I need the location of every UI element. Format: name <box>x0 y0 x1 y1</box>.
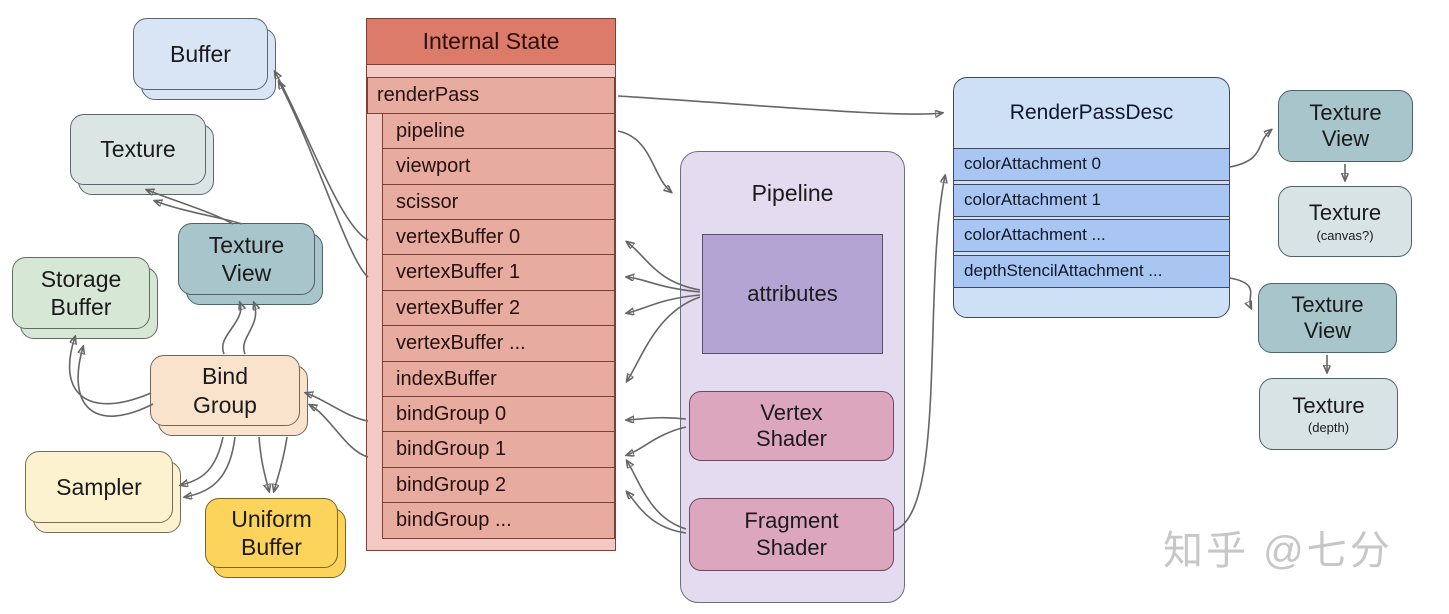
bind-group-node-label: Bind Group <box>193 363 257 418</box>
fragment-shader-label: Fragment Shader <box>744 508 839 560</box>
uniform-buffer-node-label: Uniform Buffer <box>231 505 312 560</box>
row-bindgroup-0: bindGroup 0 <box>382 396 615 434</box>
arrow-bindgroup-to-uniformbuffer-1 <box>258 436 269 491</box>
arrow-bindgroup-to-sampler-2 <box>185 436 236 497</box>
texture-canvas-sublabel: (canvas?) <box>1316 227 1374 243</box>
texture-depth-node: Texture (depth) <box>1259 378 1398 450</box>
arrow-vertexshader-to-bindgroup1 <box>627 426 687 455</box>
texture-view-depth-label: Texture View <box>1291 291 1364 343</box>
texture-view-depth-node: Texture View <box>1258 283 1397 353</box>
row-colorattachment-1: colorAttachment 1 <box>954 183 1229 217</box>
row-scissor: scissor <box>382 183 615 221</box>
row-viewport: viewport <box>382 148 615 186</box>
attributes-box: attributes <box>702 234 883 354</box>
arrow-colorattachment0-to-textureview <box>1229 130 1271 168</box>
arrow-fragmentshader-to-bindgroup2 <box>627 492 687 534</box>
arrow-bindgroup-to-uniformbuffer-2 <box>274 436 288 491</box>
arrow-bindgroup-to-textureview-2 <box>242 303 256 355</box>
uniform-buffer-node: Uniform Buffer <box>205 498 346 578</box>
row-bindgroup-2: bindGroup 2 <box>382 466 615 504</box>
texture-canvas-node: Texture (canvas?) <box>1278 186 1412 257</box>
bind-group-node: Bind Group <box>150 355 308 436</box>
pipeline-group: Pipeline attributes Vertex Shader Fragme… <box>680 151 905 603</box>
row-bindgroup-more: bindGroup ... <box>382 502 615 540</box>
texture-node-label: Texture <box>100 136 176 163</box>
arrow-pipeline-row-to-pipeline <box>617 130 671 192</box>
arrow-renderpass-to-renderpassdesc <box>617 95 942 114</box>
arrow-textureview-to-texture-2 <box>155 201 243 225</box>
arrow-fragmentshader-to-bindgroup1 <box>627 461 687 530</box>
sampler-node-label: Sampler <box>56 473 142 500</box>
texture-depth-label: Texture <box>1292 392 1365 418</box>
arrow-textureview-to-texture-1 <box>147 190 234 225</box>
arrow-depthstencil-to-textureview <box>1229 277 1251 308</box>
texture-view-node: Texture View <box>178 223 323 305</box>
fragment-shader-box: Fragment Shader <box>689 498 894 571</box>
texture-view-canvas-label: Texture View <box>1309 99 1382 151</box>
render-pass-desc-title: RenderPassDesc <box>1009 101 1174 124</box>
texture-node: Texture <box>70 114 214 195</box>
row-renderpass: renderPass <box>367 77 615 115</box>
internal-state-title: Internal State <box>367 19 615 65</box>
arrow-bindgroup-to-storagebuffer-2 <box>77 347 154 417</box>
row-indexbuffer: indexBuffer <box>382 360 615 398</box>
arrow-bindgroup1-to-bindgroup <box>310 405 369 458</box>
sampler-node: Sampler <box>25 451 181 533</box>
row-vertexbuffer-0: vertexBuffer 0 <box>382 219 615 257</box>
texture-view-node-label: Texture View <box>208 231 285 286</box>
internal-state-table: Internal State renderPass pipeline viewp… <box>366 18 616 552</box>
buffer-node: Buffer <box>133 18 276 100</box>
storage-buffer-node-label: Storage Buffer <box>40 265 122 320</box>
vertex-shader-box: Vertex Shader <box>689 391 894 461</box>
row-bindgroup-1: bindGroup 1 <box>382 431 615 469</box>
texture-canvas-label: Texture <box>1308 200 1382 226</box>
storage-buffer-node: Storage Buffer <box>12 257 158 339</box>
row-pipeline: pipeline <box>382 112 615 150</box>
arrow-vertexbuffer0-to-buffer <box>275 72 369 241</box>
texture-view-canvas-node: Texture View <box>1278 90 1413 162</box>
pipeline-title: Pipeline <box>751 180 834 206</box>
row-depthstencilattachment: depthStencilAttachment ... <box>954 254 1229 288</box>
row-vertexbuffer-2: vertexBuffer 2 <box>382 289 615 327</box>
vertex-shader-label: Vertex Shader <box>756 399 827 451</box>
arrow-bindgroup0-to-bindgroup <box>306 393 369 422</box>
attributes-label: attributes <box>747 281 838 306</box>
buffer-node-label: Buffer <box>170 40 231 67</box>
texture-depth-sublabel: (depth) <box>1307 420 1350 436</box>
row-colorattachment-0: colorAttachment 0 <box>954 148 1229 181</box>
arrow-bindgroup-to-sampler-1 <box>181 436 224 485</box>
arrow-vertexshader-to-bindgroup0 <box>627 418 687 420</box>
zhihu-watermark: 知乎 @七分 <box>1163 529 1393 573</box>
row-vertexbuffer-more: vertexBuffer ... <box>382 325 615 363</box>
arrow-bindgroup-to-storagebuffer-1 <box>68 337 152 405</box>
render-pass-desc-table: RenderPassDesc colorAttachment 0 colorAt… <box>953 77 1230 318</box>
arrow-bindgroup-to-textureview-1 <box>221 303 241 355</box>
row-vertexbuffer-1: vertexBuffer 1 <box>382 254 615 292</box>
row-colorattachment-more: colorAttachment ... <box>954 219 1229 253</box>
